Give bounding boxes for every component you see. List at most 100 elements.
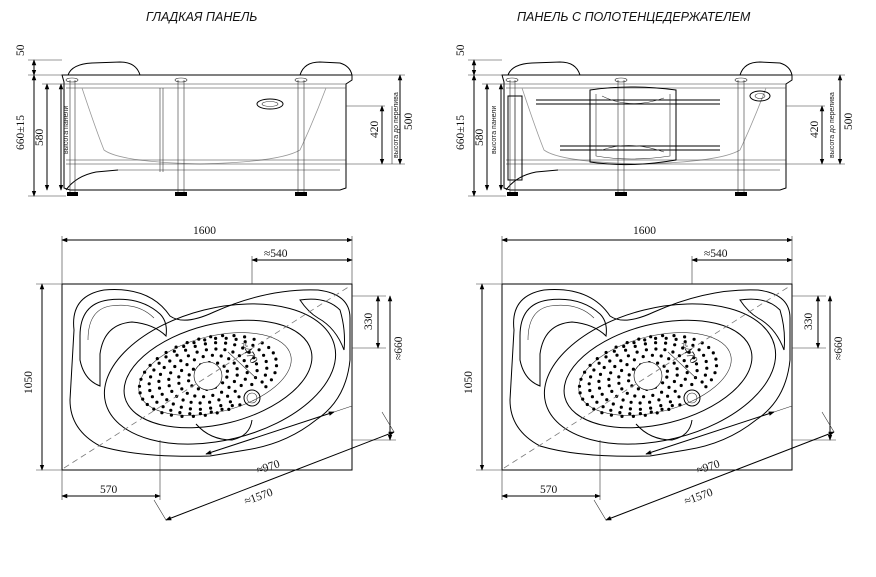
dim-rim-height: 50 [455, 44, 467, 56]
anti-slip-dot [608, 359, 612, 363]
anti-slip-dot [227, 385, 231, 389]
anti-slip-dot [667, 407, 671, 411]
anti-slip-dot [617, 381, 621, 385]
anti-slip-dot [625, 341, 629, 345]
anti-slip-dot [703, 373, 707, 377]
anti-slip-dot [219, 354, 223, 358]
anti-slip-dot [257, 348, 261, 352]
anti-slip-dot [612, 349, 616, 353]
anti-slip-dot [264, 359, 268, 364]
anti-slip-dot [633, 344, 637, 348]
anti-slip-dot [243, 377, 247, 381]
anti-slip-dot [595, 357, 599, 361]
anti-slip-dot [672, 379, 676, 384]
anti-slip-dot [685, 364, 689, 368]
title-smooth-panel: ГЛАДКАЯ ПАНЕЛЬ [146, 10, 257, 24]
anti-slip-dot [192, 358, 196, 362]
top-view-right: 1600 ≈540 1050 330 ≈660 ≈470 ≈970 570 ≈1… [463, 225, 845, 521]
anti-slip-dot [627, 379, 631, 383]
anti-slip-dot [189, 400, 193, 404]
anti-slip-dot [626, 354, 630, 358]
anti-slip-dot [670, 404, 674, 408]
anti-slip-dot [271, 351, 275, 355]
anti-slip-dot [228, 400, 232, 404]
anti-slip-dot [609, 408, 613, 412]
anti-slip-dot [609, 371, 613, 375]
dim-bowl-length: ≈970 [695, 458, 721, 477]
anti-slip-dot [165, 398, 169, 402]
anti-slip-dot [588, 363, 592, 367]
anti-slip-dot [243, 340, 247, 344]
anti-slip-dots [577, 334, 719, 418]
anti-slip-dot [220, 390, 224, 394]
anti-slip-dot [675, 373, 679, 377]
anti-slip-dot [589, 375, 593, 379]
anti-slip-dot [196, 387, 200, 391]
dim-rim-height: 50 [15, 44, 27, 56]
anti-slip-dot [160, 411, 164, 415]
anti-slip-dot [187, 373, 191, 377]
anti-slip-dot [211, 393, 215, 397]
anti-slip-dot [209, 335, 213, 339]
anti-slip-dot [660, 407, 664, 411]
anti-slip-dot [595, 400, 599, 404]
anti-slip-dot [714, 357, 718, 361]
anti-slip-dot [245, 364, 249, 368]
anti-slip-dot [691, 343, 695, 347]
anti-slip-dot [157, 379, 161, 383]
anti-slip-dot [665, 375, 669, 379]
anti-slip-dot [685, 371, 689, 375]
anti-slip-dot [214, 336, 218, 340]
anti-slip-dot [197, 337, 201, 341]
anti-slip-dot [679, 383, 683, 388]
anti-slip-dot [649, 406, 653, 410]
anti-slip-dot [588, 388, 592, 393]
towel-holder-icon [507, 86, 720, 181]
anti-slip-dot [203, 338, 207, 342]
anti-slip-dot [158, 372, 163, 376]
anti-slip-dot [182, 344, 186, 348]
anti-slip-dot [622, 344, 626, 348]
dim-bowl-length: ≈970 [255, 458, 281, 477]
anti-slip-dot [170, 389, 174, 393]
anti-slip-dot [219, 404, 223, 408]
anti-slip-dot [221, 381, 225, 385]
anti-slip-dot [230, 404, 234, 408]
anti-slip-dot [209, 410, 213, 414]
anti-slip-dot [654, 347, 658, 351]
anti-slip-dot [138, 391, 142, 395]
anti-slip-dot [269, 378, 273, 382]
top-view-left: 1600 ≈540 1050 330 ≈660 ≈470 ≈970 570 ≈1… [23, 225, 405, 521]
anti-slip-dot [667, 385, 671, 389]
dim-bath-height: 500 [843, 113, 855, 131]
anti-slip-dot [714, 364, 719, 368]
anti-slip-dot [664, 341, 668, 345]
anti-slip-dot [175, 353, 179, 357]
dim-corner-width: ≈540 [704, 248, 728, 260]
anti-slip-dot [674, 337, 678, 341]
anti-slip-dot [632, 358, 636, 362]
anti-slip-dot [628, 407, 632, 411]
anti-slip-dot [620, 387, 624, 391]
anti-slip-dot [635, 350, 639, 354]
anti-slip-dot [607, 377, 611, 381]
anti-slip-dot [660, 390, 664, 394]
anti-slip-dot [627, 373, 631, 377]
anti-slip-dot [615, 353, 619, 357]
anti-slip-dot [617, 375, 621, 379]
anti-slip-dot [643, 338, 647, 342]
anti-slip-dot [619, 359, 623, 363]
label-panel-height: высота панели [63, 106, 70, 154]
anti-slip-dot [242, 359, 246, 363]
anti-slip-dot [263, 373, 267, 377]
anti-slip-dot [579, 377, 583, 381]
anti-slip-dot [193, 394, 197, 398]
anti-slip-dot [169, 371, 173, 375]
anti-slip-dot [638, 412, 642, 416]
anti-slip-dot [164, 350, 168, 355]
anti-slip-dot [250, 382, 254, 387]
anti-slip-dot [683, 340, 687, 344]
anti-slip-dot [631, 367, 635, 371]
label-headrest-height: высота до перелива [393, 92, 400, 158]
anti-slip-dot [636, 387, 640, 391]
